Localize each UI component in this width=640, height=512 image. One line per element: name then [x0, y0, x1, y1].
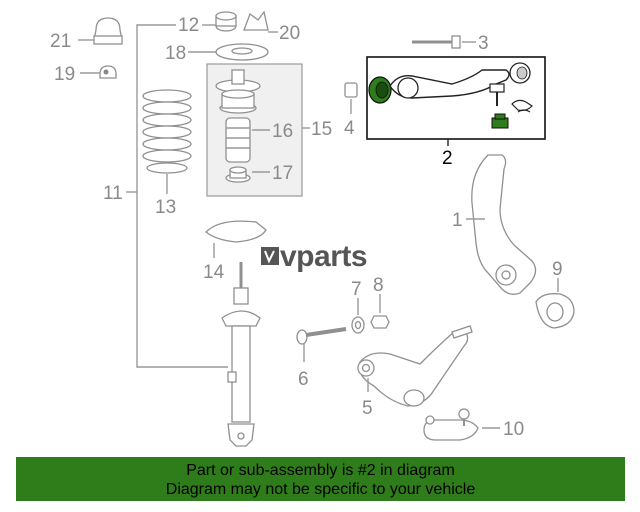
diagram-canvas: 21 19 12 20 18 13 11 15 — [50, 10, 575, 447]
part-4-clip[interactable] — [344, 82, 358, 98]
callout-5: 5 — [362, 398, 373, 419]
part-14-spring-seat[interactable] — [205, 220, 267, 243]
bracket-11 — [136, 24, 228, 368]
part-19-nut[interactable] — [99, 65, 117, 79]
callout-4: 4 — [344, 118, 355, 139]
callout-7: 7 — [351, 279, 362, 300]
callout-14: 14 — [203, 262, 225, 283]
callout-9: 9 — [552, 259, 563, 280]
part-12-nut[interactable] — [215, 11, 237, 32]
callout-2: 2 — [442, 148, 453, 169]
part-13-coil-spring[interactable] — [142, 89, 192, 174]
part-17-bump-stop[interactable] — [225, 166, 251, 183]
callout-17: 17 — [272, 163, 293, 184]
part-21-mount-cap[interactable] — [93, 17, 123, 45]
part-6-bolt[interactable] — [296, 327, 347, 345]
info-banner: Part or sub-assembly is #2 in diagram Di… — [16, 457, 625, 501]
part-10-ball-joint[interactable] — [423, 408, 479, 441]
callout-21: 21 — [50, 31, 71, 52]
banner-line-1: Part or sub-assembly is #2 in diagram — [186, 462, 455, 479]
callout-6: 6 — [298, 369, 309, 390]
part-7-washer[interactable] — [351, 316, 365, 334]
part-9-bushing[interactable] — [535, 293, 575, 329]
part-mount-upper[interactable] — [215, 69, 261, 114]
part-20-bracket[interactable] — [243, 10, 269, 31]
callout-16: 16 — [272, 121, 293, 142]
part-2-upper-control-arm-group[interactable] — [366, 56, 546, 140]
callout-15: 15 — [311, 119, 332, 140]
part-1-steering-knuckle[interactable] — [471, 154, 537, 295]
callout-13: 13 — [155, 197, 176, 218]
callout-18: 18 — [165, 43, 186, 64]
callout-11: 11 — [103, 183, 123, 204]
callout-20: 20 — [279, 23, 300, 44]
callout-1: 1 — [452, 210, 463, 231]
callout-3: 3 — [478, 33, 489, 54]
banner-line-2: Diagram may not be specific to your vehi… — [165, 481, 476, 498]
vparts-logo: vparts — [261, 240, 368, 273]
part-3-bolt[interactable] — [412, 35, 461, 49]
part-18-upper-seat[interactable] — [215, 43, 269, 61]
part-5-lower-control-arm[interactable] — [357, 325, 473, 407]
part-16-dust-boot[interactable] — [225, 117, 251, 163]
callout-12: 12 — [178, 15, 199, 36]
part-8-nut[interactable] — [370, 315, 390, 329]
callout-10: 10 — [503, 419, 524, 440]
part-strut-shock[interactable] — [221, 262, 261, 447]
callout-8: 8 — [373, 275, 384, 296]
callout-19: 19 — [54, 64, 75, 85]
logo-text: vparts — [280, 240, 367, 273]
